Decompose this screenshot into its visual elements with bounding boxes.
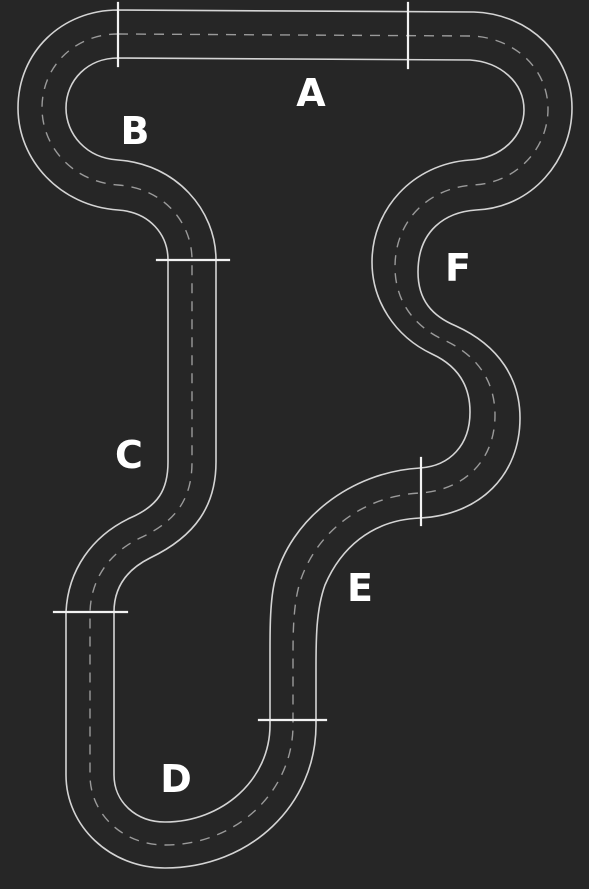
section-label-c: C [115,433,143,477]
track-inner-edge [65,57,525,823]
section-label-f: F [445,246,471,290]
section-label-d: D [160,757,192,801]
section-label-b: B [121,109,150,153]
track-center-line [41,33,549,846]
track-outer-edge [17,9,573,869]
section-label-e: E [347,566,373,610]
section-label-a: A [296,71,326,115]
